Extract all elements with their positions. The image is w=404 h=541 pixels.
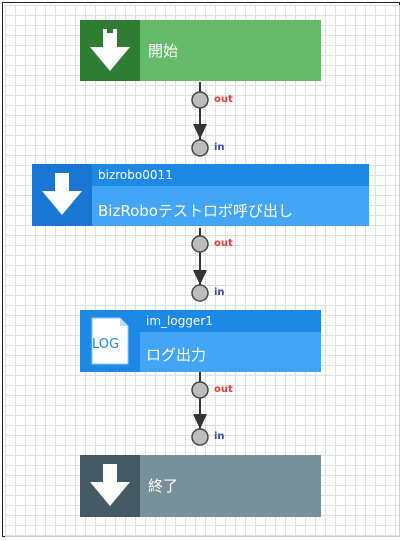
in-port-label: in	[214, 431, 225, 442]
start-node[interactable]: 開始	[80, 20, 321, 81]
in-port-label: in	[214, 142, 225, 153]
logger-node-id: im_logger1	[146, 314, 213, 328]
start-icon-box	[80, 20, 140, 81]
robot-node-title: BizRoboテストロボ呼び出し	[98, 202, 293, 220]
out-port[interactable]	[191, 235, 209, 253]
log-icon-text: LOG	[92, 337, 120, 352]
start-node-title: 開始	[148, 42, 179, 60]
robot-node-id: bizrobo0011	[98, 168, 173, 182]
out-port-label: out	[214, 384, 233, 395]
connector-arrow	[193, 414, 207, 429]
logger-id-bar	[140, 310, 321, 332]
in-port[interactable]	[191, 139, 209, 157]
log-file-icon	[91, 317, 129, 365]
down-arrow-icon	[42, 173, 82, 215]
connector-arrow	[193, 270, 207, 285]
logger-node-title: ログ出力	[146, 346, 207, 364]
logger-icon-box: LOG	[80, 310, 140, 372]
logger-node[interactable]: LOG im_logger1 ログ出力	[80, 310, 321, 372]
out-port-label: out	[214, 238, 233, 249]
end-node-title: 終了	[148, 477, 179, 495]
end-node[interactable]: 終了	[80, 455, 321, 517]
in-port[interactable]	[191, 428, 209, 446]
end-icon-box	[80, 455, 140, 517]
robot-id-bar	[92, 164, 369, 186]
out-port[interactable]	[191, 91, 209, 109]
down-arrow-icon	[90, 464, 130, 506]
robot-node[interactable]: bizrobo0011 BizRoboテストロボ呼び出し	[32, 164, 369, 226]
in-port[interactable]	[191, 284, 209, 302]
out-port[interactable]	[191, 381, 209, 399]
connector-arrow	[193, 124, 207, 139]
out-port-label: out	[214, 94, 233, 105]
in-port-label: in	[214, 287, 225, 298]
down-arrow-icon	[90, 28, 130, 71]
robot-icon-box	[32, 164, 92, 226]
